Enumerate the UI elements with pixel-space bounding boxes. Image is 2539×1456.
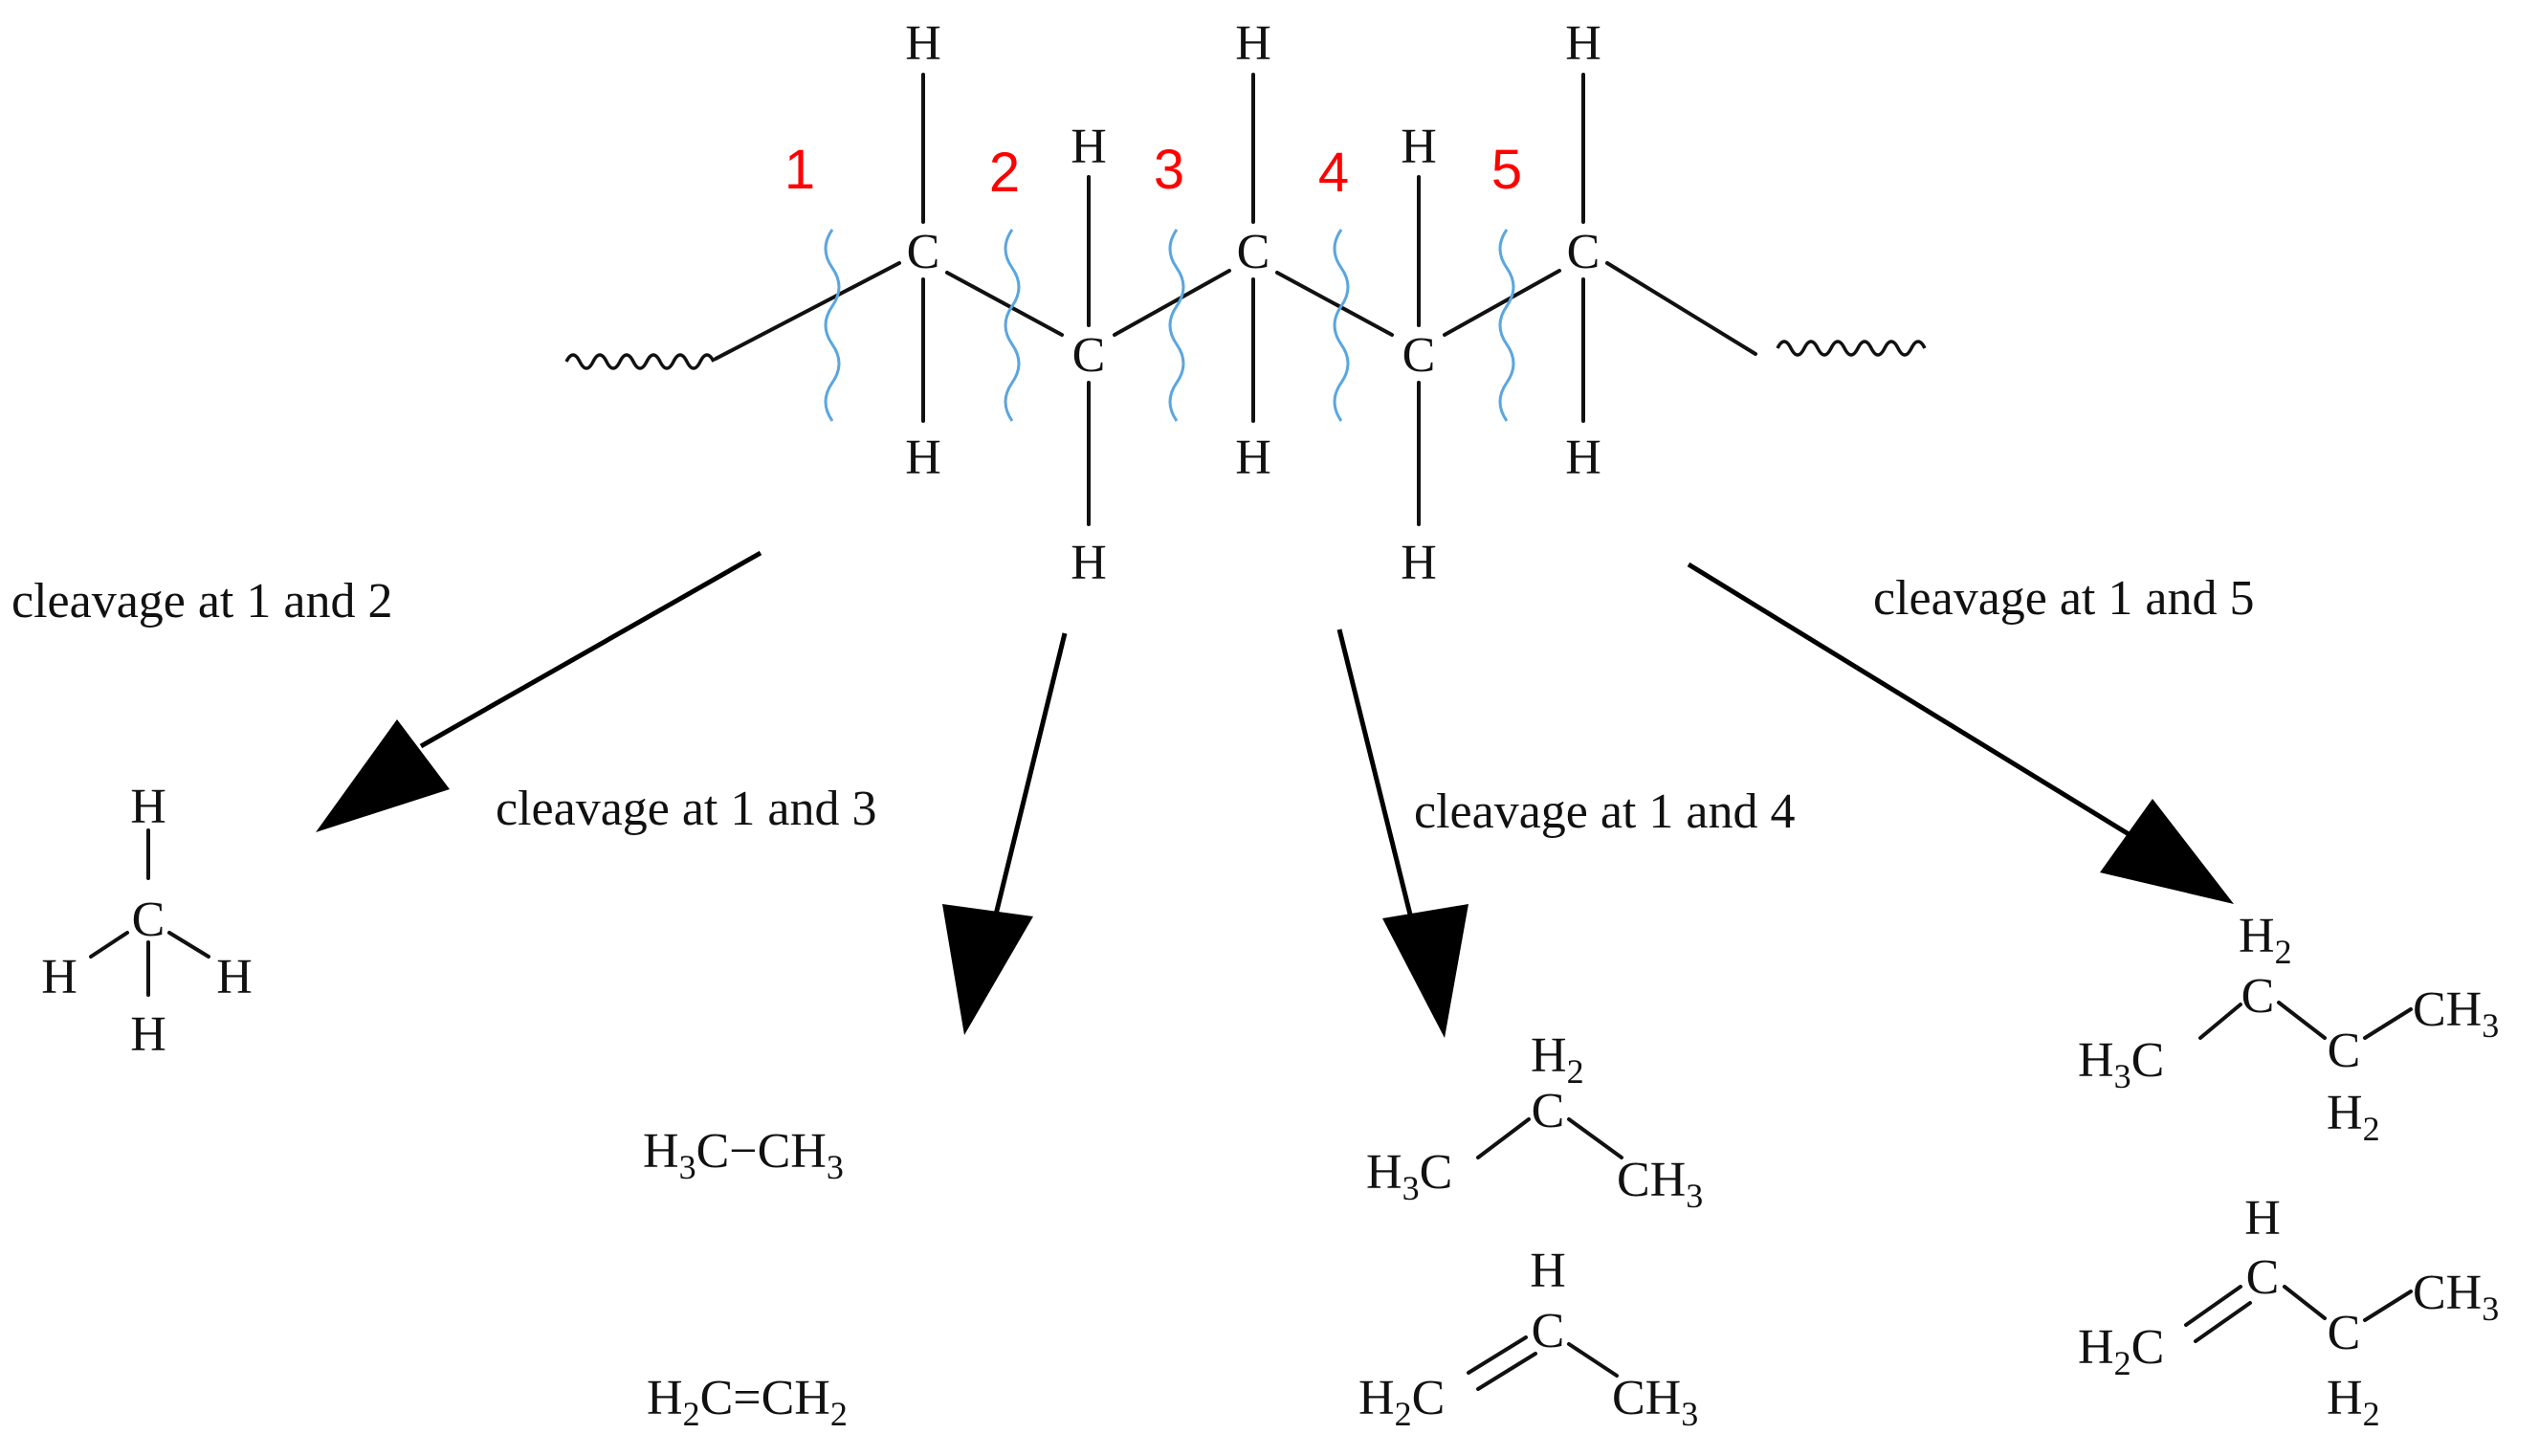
arrow-to-ethane	[992, 632, 1068, 919]
arrow-to-methane	[419, 550, 762, 749]
bond	[1567, 1117, 1623, 1159]
carbon-atom: C	[1532, 1084, 1565, 1138]
ch3-group: H3C	[2078, 1033, 2164, 1095]
cleavage-mark-2	[1004, 229, 1021, 422]
hydrogen-atom: H	[1530, 1244, 1566, 1298]
site-label-5: 5	[1491, 139, 1522, 201]
hydrogen-atom: H	[1565, 16, 1601, 71]
hydrogen-atom: H	[1071, 536, 1107, 590]
cleavage-mark-3	[1168, 229, 1185, 422]
product-propene: H C H2C CH3	[1358, 1244, 1698, 1433]
hydrogen-atom: H	[1071, 120, 1107, 174]
bond	[2283, 1285, 2327, 1320]
caption-cleavage-1-3: cleavage at 1 and 3	[496, 782, 876, 836]
hydrogen-atom: H	[41, 950, 77, 1004]
caption-cleavage-1-5: cleavage at 1 and 5	[1873, 571, 2254, 626]
ch3-group: CH3	[1612, 1371, 1698, 1433]
ch3-group: H3C	[1366, 1145, 1452, 1207]
carbon-atom: C	[1567, 225, 1601, 279]
bond	[167, 931, 210, 959]
backbone-bond	[1443, 269, 1561, 337]
backbone-bond	[1275, 271, 1394, 337]
hydrogen-atom: H	[1565, 430, 1601, 485]
backbone-bond	[1605, 261, 1757, 356]
ch2-group: H2	[2239, 909, 2292, 971]
double-bond	[1476, 1352, 1537, 1391]
chain-end-left	[564, 353, 716, 370]
ch2-group: H2	[2327, 1086, 2380, 1148]
cleavage-mark-5	[1498, 229, 1515, 422]
arrowhead	[942, 904, 1033, 1035]
hydrogen-atom: H	[1235, 430, 1271, 485]
bond	[2363, 1290, 2413, 1322]
bond	[1567, 1342, 1619, 1378]
bond	[89, 931, 129, 959]
cleavage-mark-4	[1333, 229, 1350, 422]
double-bond	[2194, 1301, 2252, 1343]
cleavage-mark-1	[824, 229, 841, 422]
carbon-atom: C	[2328, 1306, 2361, 1360]
backbone-bond	[1113, 269, 1231, 337]
bond	[2198, 1003, 2242, 1040]
hydrogen-atom: H	[130, 1007, 166, 1062]
caption-cleavage-1-2: cleavage at 1 and 2	[11, 574, 392, 629]
ch3-group: CH3	[2413, 982, 2499, 1045]
product-ethane: H3C−CH3	[643, 1124, 844, 1186]
hydrogen-atom: H	[1235, 16, 1271, 71]
site-label-4: 4	[1318, 142, 1349, 204]
site-label-1: 1	[784, 139, 815, 201]
chain-end-right	[1776, 340, 1927, 357]
bond	[2363, 1007, 2413, 1040]
product-ethene: H2C=CH2	[647, 1371, 848, 1433]
carbon-atom: C	[1237, 225, 1270, 279]
hydrogen-atom: H	[905, 16, 941, 71]
hydrogen-atom: H	[1401, 536, 1437, 590]
ch3-group: CH3	[2413, 1266, 2499, 1328]
site-label-2: 2	[989, 142, 1020, 204]
carbon-atom: C	[2241, 969, 2275, 1024]
carbon-atom: C	[2246, 1250, 2280, 1305]
backbone-bond	[714, 261, 901, 361]
hydrogen-atom: H	[905, 430, 941, 485]
ch2-group: H2	[1531, 1028, 1584, 1091]
product-butene: H C C H2C H2 CH3	[2078, 1191, 2499, 1433]
product-methane: H C H H H	[41, 780, 253, 1062]
site-label-3: 3	[1154, 139, 1184, 201]
arrow-to-butane	[1687, 562, 2135, 840]
carbon-atom: C	[1532, 1304, 1565, 1358]
carbon-atom: C	[2328, 1024, 2361, 1078]
double-bond	[1467, 1335, 1528, 1375]
carbon-atom: C	[132, 893, 166, 947]
carbon-atom: C	[1402, 328, 1436, 383]
bond	[2277, 1001, 2327, 1040]
product-propane: H2 C H3C CH3	[1366, 1028, 1703, 1215]
carbon-atom: C	[1072, 328, 1106, 383]
arrowhead	[316, 719, 450, 832]
backbone-bond	[945, 271, 1064, 337]
carbon-atom: C	[907, 225, 940, 279]
arrowhead	[2100, 799, 2234, 904]
hydrogen-atom: H	[216, 950, 253, 1004]
bond	[1476, 1117, 1531, 1159]
arrowhead	[1382, 904, 1468, 1038]
ch2-group: H2	[2327, 1371, 2380, 1433]
polymer-chain: C C C C C H H H H H H H H H H 1 2 3 4 5	[564, 16, 1927, 590]
hydrogen-atom: H	[130, 780, 166, 834]
double-bond	[2184, 1285, 2242, 1327]
reaction-arrows	[316, 550, 2234, 1038]
hydrogen-atom: H	[1401, 120, 1437, 174]
ch3-group: CH3	[1617, 1153, 1703, 1215]
caption-cleavage-1-4: cleavage at 1 and 4	[1414, 784, 1795, 839]
product-butane: H2 C C H3C H2 CH3	[2078, 909, 2499, 1148]
ch2-group: H2C	[2078, 1320, 2164, 1382]
arrow-to-propane	[1336, 629, 1414, 919]
hydrogen-atom: H	[2244, 1191, 2281, 1246]
ch2-group: H2C	[1358, 1371, 1445, 1433]
